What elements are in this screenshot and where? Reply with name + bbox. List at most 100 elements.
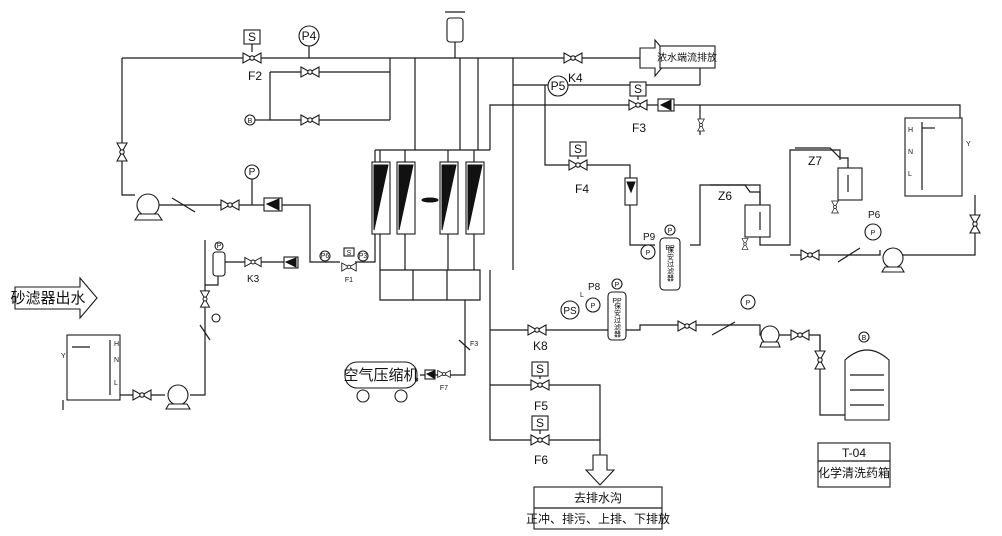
svg-text:Z7: Z7: [808, 154, 822, 168]
svg-text:H: H: [908, 127, 913, 134]
valve-top-parallel[interactable]: [300, 66, 320, 78]
svg-text:P9: P9: [643, 232, 656, 243]
gauge-p4: P4: [298, 25, 320, 58]
label-f2: F2: [248, 69, 262, 83]
valve-f4[interactable]: S F4: [568, 141, 589, 196]
valve-f2[interactable]: S F2: [242, 29, 262, 83]
gauge-p3: P3: [357, 250, 369, 262]
svg-text:P: P: [871, 230, 876, 237]
valve-k3[interactable]: [244, 256, 262, 268]
svg-text:F6: F6: [534, 453, 548, 467]
svg-text:P: P: [668, 228, 673, 235]
svg-text:K8: K8: [533, 339, 548, 353]
svg-text:保安过滤器: 保安过滤器: [614, 302, 622, 339]
svg-text:S: S: [574, 142, 582, 156]
gauge-p6-small: P6: [319, 250, 331, 262]
flowmeter-icon: [624, 177, 638, 206]
svg-text:化学清洗药箱: 化学清洗药箱: [818, 465, 890, 480]
drain-box: 去排水沟 正冲、排污、上排、下排放: [526, 454, 670, 530]
valve-vertical-left[interactable]: [199, 290, 211, 308]
gauge-ps: PS L: [560, 292, 584, 320]
svg-text:P6: P6: [321, 253, 330, 260]
feed-pump-icon: [133, 193, 164, 221]
svg-text:B: B: [862, 335, 867, 342]
svg-text:S: S: [536, 362, 544, 376]
svg-text:F4: F4: [575, 182, 589, 196]
svg-text:P3: P3: [359, 253, 368, 260]
svg-text:S: S: [248, 30, 256, 44]
valve-tank-out[interactable]: [132, 389, 152, 401]
cartridge-filter-left: P: [212, 241, 226, 277]
top-vessel-icon: [445, 11, 465, 43]
svg-text:Z6: Z6: [718, 189, 732, 203]
svg-text:F7: F7: [440, 385, 448, 392]
svg-text:F3: F3: [632, 121, 646, 135]
svg-text:S: S: [536, 416, 544, 430]
product-water-tank: H N L Y: [904, 117, 971, 197]
svg-text:Y: Y: [61, 353, 66, 360]
svg-text:P4: P4: [302, 29, 317, 43]
sensor-l-left: [211, 313, 221, 323]
valve-f1[interactable]: S F1: [341, 247, 357, 284]
z7-dosing: Z7: [795, 147, 863, 214]
valve-f7[interactable]: [437, 370, 451, 378]
sensor-b: B: [244, 114, 256, 126]
valve-mid-out[interactable]: [677, 320, 697, 332]
svg-text:S: S: [347, 250, 352, 257]
valve-chem-vertical[interactable]: [814, 350, 826, 370]
cartridge-filter-right: PP 保安过滤器 P: [659, 224, 681, 291]
check-arrow-icon: [657, 98, 675, 112]
svg-text:P6: P6: [868, 210, 881, 221]
valve-tank-right[interactable]: [969, 214, 981, 234]
svg-text:PS: PS: [563, 306, 577, 317]
sand-filter-outlet-arrow: 砂滤器出水: [10, 276, 98, 320]
svg-text:P: P: [746, 300, 751, 307]
svg-text:P: P: [217, 243, 222, 250]
valve-left-vertical[interactable]: [116, 142, 128, 162]
gauge-p6: P P6: [864, 210, 882, 241]
svg-text:保安过滤器: 保安过滤器: [667, 246, 675, 283]
cartridge-filter-mid: PP 保安过滤器 P: [607, 278, 627, 341]
svg-text:砂滤器出水: 砂滤器出水: [10, 290, 85, 307]
check-arrow-icon: [263, 197, 283, 212]
svg-text:L: L: [908, 171, 912, 178]
svg-text:P5: P5: [551, 79, 566, 93]
ro-membrane-bank: [371, 150, 485, 270]
valve-f3[interactable]: S F3: [628, 81, 648, 135]
svg-text:B: B: [248, 118, 253, 125]
svg-text:PP: PP: [665, 245, 675, 252]
svg-text:L: L: [580, 292, 584, 299]
gauge-p9: P P9: [640, 232, 656, 260]
svg-text:K3: K3: [247, 274, 260, 285]
gauge-p8: P P8: [585, 282, 601, 313]
air-compressor: 空气压缩机: [343, 361, 419, 403]
valve-f5[interactable]: S F5: [530, 361, 550, 413]
svg-text:PP: PP: [612, 298, 622, 305]
chemical-cleaning-tank: B T-04 化学清洗药箱: [817, 331, 891, 488]
gauge-p5: P5: [547, 75, 569, 97]
concentrate-drain-box: 浓水端流排放: [639, 38, 717, 78]
svg-text:P: P: [615, 282, 620, 289]
valve-right-loop[interactable]: [800, 249, 820, 261]
svg-text:P: P: [249, 167, 256, 178]
svg-text:F5: F5: [534, 399, 548, 413]
valve-f3-branch[interactable]: [697, 118, 705, 132]
booster-pump-icon: [759, 325, 781, 348]
svg-text:去排水沟: 去排水沟: [574, 491, 622, 505]
svg-text:空气压缩机: 空气压缩机: [343, 367, 418, 384]
valve-to-chem[interactable]: [790, 329, 810, 341]
valve-k4[interactable]: [563, 52, 583, 64]
return-pump-icon: [881, 247, 905, 273]
valve-f6[interactable]: S F6: [530, 415, 550, 467]
svg-text:N: N: [114, 357, 119, 364]
valve-bottom-parallel[interactable]: [300, 114, 320, 126]
svg-text:S: S: [634, 82, 642, 96]
valve-k8[interactable]: [527, 324, 547, 336]
valve-pump-out[interactable]: [220, 199, 240, 211]
z6-dosing: Z6: [710, 184, 771, 250]
raw-water-tank: Y H N L: [61, 334, 121, 410]
gauge-p-pump: P: [244, 164, 260, 205]
svg-text:K4: K4: [568, 71, 583, 85]
svg-text:P8: P8: [588, 282, 601, 293]
